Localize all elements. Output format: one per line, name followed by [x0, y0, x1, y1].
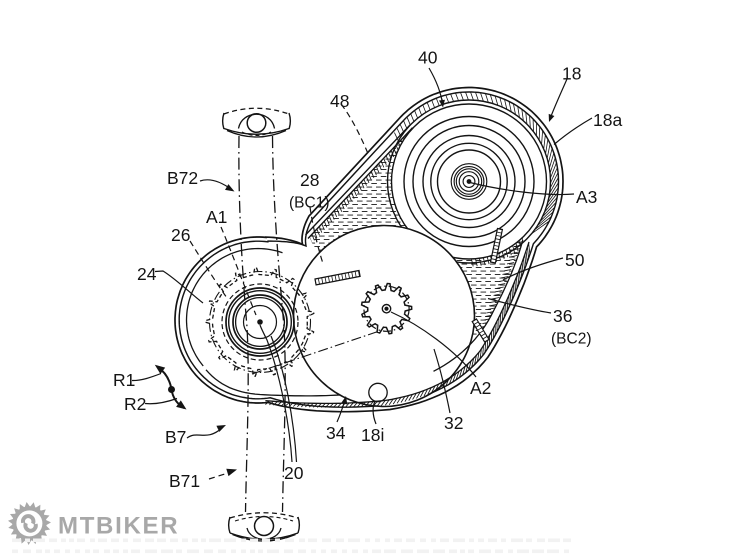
svg-text:26: 26 [171, 225, 190, 245]
svg-text:A1: A1 [206, 207, 227, 227]
svg-text:32: 32 [444, 413, 463, 433]
svg-text:18i: 18i [361, 425, 384, 445]
svg-text:(BC1): (BC1) [289, 195, 329, 212]
svg-text:A2: A2 [470, 378, 491, 398]
svg-text:24: 24 [137, 264, 157, 284]
svg-text:B71: B71 [169, 471, 200, 491]
svg-text:B7: B7 [165, 427, 186, 447]
svg-text:A3: A3 [576, 187, 597, 207]
svg-text:R1: R1 [113, 370, 135, 390]
svg-text:48: 48 [330, 91, 349, 111]
svg-text:(BC2): (BC2) [551, 331, 591, 348]
svg-text:MTBIKER: MTBIKER [58, 513, 179, 540]
svg-text:B72: B72 [167, 168, 198, 188]
svg-text:36: 36 [553, 306, 572, 326]
svg-text:34: 34 [326, 423, 346, 443]
svg-text:18a: 18a [593, 110, 622, 130]
svg-text:50: 50 [565, 250, 585, 270]
svg-text:20: 20 [284, 463, 304, 483]
svg-text:18: 18 [562, 64, 581, 84]
svg-text:R2: R2 [124, 394, 146, 414]
svg-text:40: 40 [418, 48, 438, 68]
svg-text:28: 28 [300, 170, 319, 190]
